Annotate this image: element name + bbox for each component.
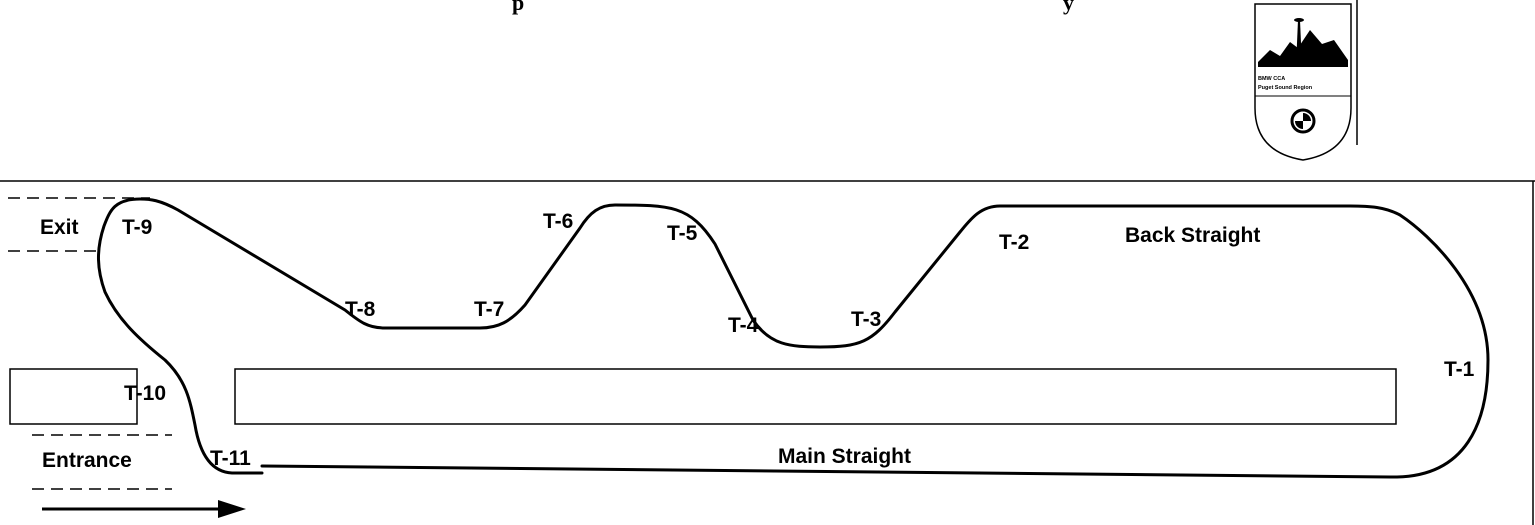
- turn-label-t11: T-11: [210, 447, 251, 470]
- pit-building-left: [9, 368, 138, 425]
- map-frame: [0, 180, 1535, 525]
- turn-label-t8: T-8: [345, 298, 376, 321]
- infield-pit-lane-box: [234, 368, 1397, 425]
- turn-label-t7: T-7: [474, 298, 504, 321]
- logo-line-2: Puget Sound Region: [1258, 85, 1313, 91]
- turn-label-t6: T-6: [543, 210, 573, 233]
- turn-label-t3: T-3: [851, 308, 881, 331]
- turn-label-t5: T-5: [667, 222, 698, 245]
- title-fragment-right: y: [1063, 0, 1074, 15]
- turn-label-t10: T-10: [124, 382, 166, 405]
- main-straight-label: Main Straight: [778, 445, 911, 468]
- bmw-cca-logo: BMW CCA Puget Sound Region: [1254, 0, 1358, 161]
- track-outline: [96, 197, 1490, 479]
- exit-lane: [8, 197, 150, 252]
- space-needle-mountain-icon: [1258, 18, 1348, 67]
- entrance-label: Entrance: [42, 449, 132, 472]
- exit-label: Exit: [40, 216, 79, 239]
- turn-label-t4: T-4: [728, 314, 759, 337]
- entrance-lane: [32, 434, 172, 490]
- turn-label-t9: T-9: [122, 216, 152, 239]
- title-fragment-left: p: [512, 0, 524, 15]
- bmw-roundel-icon: [1290, 108, 1316, 134]
- logo-line-1: BMW CCA: [1258, 76, 1285, 82]
- turn-label-t1: T-1: [1444, 358, 1475, 381]
- turn-label-t2: T-2: [999, 231, 1029, 254]
- back-straight-label: Back Straight: [1125, 224, 1260, 247]
- direction-arrow-icon: [42, 500, 246, 518]
